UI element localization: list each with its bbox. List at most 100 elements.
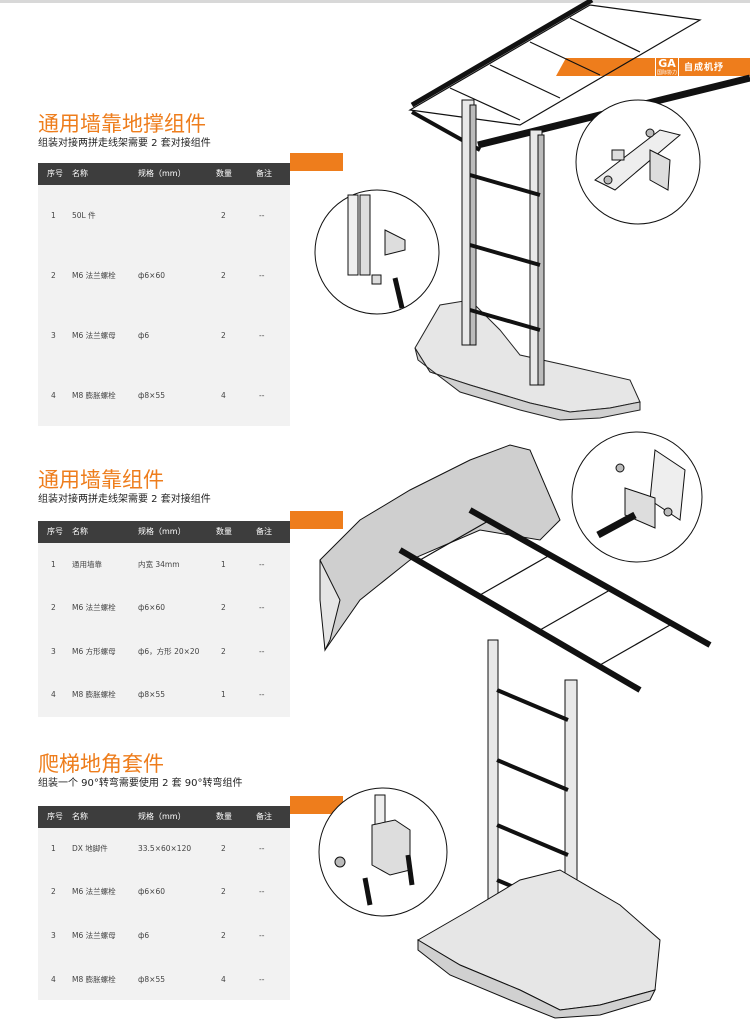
section-ladder-foot: 爬梯地角套件 组装一个 90°转弯需要使用 2 套 90°转弯组件 (38, 752, 290, 790)
brand-name: 自成机抒 (684, 63, 725, 73)
row-name: M6 法兰螺母 (72, 931, 116, 940)
row-no: 4 (51, 975, 56, 984)
brand-logo-mark: GA (658, 57, 676, 70)
row-name: M8 膨胀螺栓 (72, 975, 116, 984)
section-title: 通用墙靠地撑组件 (38, 112, 206, 136)
row-name: M8 膨胀螺栓 (72, 391, 116, 400)
row-qty: 2 (221, 331, 226, 340)
row-qty: 2 (221, 271, 226, 280)
row-no: 4 (51, 391, 56, 400)
row-note: -- (259, 271, 265, 280)
table-header: 序号 名称 规格（mm） 数量 备注 (38, 163, 290, 185)
detail-circle-3 (318, 787, 448, 917)
header-note: 备注 (256, 527, 272, 536)
header-spec: 规格（mm） (138, 527, 186, 536)
row-qty: 2 (221, 647, 226, 656)
row-spec: ф6 (138, 331, 150, 340)
table-row: 2 M6 法兰螺栓 ф6×60 2 -- (38, 886, 290, 898)
floor-slab-illustration-1 (414, 299, 641, 421)
row-note: -- (259, 603, 265, 612)
cable-tray-illustration-1 (408, 0, 750, 152)
row-spec: ф6×60 (138, 887, 166, 896)
orange-accent-tab (290, 153, 343, 171)
orange-accent-tab (290, 511, 343, 529)
detail-circle-1-right (575, 99, 701, 225)
row-note: -- (259, 844, 265, 853)
table-header: 序号 名称 规格（mm） 数量 备注 (38, 806, 290, 828)
row-note: -- (259, 647, 265, 656)
table-row: 4 M8 膨胀螺栓 ф8×55 4 -- (38, 974, 290, 986)
header-no: 序号 (47, 527, 63, 536)
table-row: 1 DX 地脚件 33.5×60×120 2 -- (38, 843, 290, 855)
row-no: 1 (51, 211, 56, 220)
section-title: 通用墙靠组件 (38, 468, 164, 492)
row-name: M6 法兰螺母 (72, 331, 116, 340)
row-qty: 2 (221, 931, 226, 940)
header-note: 备注 (256, 812, 272, 821)
parts-table: 序号 名称 规格（mm） 数量 备注 1 DX 地脚件 33.5×60×120 … (38, 806, 290, 1000)
row-no: 3 (51, 331, 56, 340)
table-row: 4 M8 膨胀螺栓 ф8×55 4 -- (38, 390, 290, 402)
parts-table: 序号 名称 规格（mm） 数量 备注 1 50L 件 2 -- 2 M6 法兰螺… (38, 163, 290, 426)
row-no: 1 (51, 560, 56, 569)
row-qty: 2 (221, 211, 226, 220)
row-no: 2 (51, 603, 56, 612)
brand-logo: GA 国际协力 (655, 56, 679, 78)
table-header: 序号 名称 规格（mm） 数量 备注 (38, 521, 290, 543)
row-note: -- (259, 931, 265, 940)
row-spec: ф6×60 (138, 603, 166, 612)
table-row: 1 通用墙靠 内宽 34mm 1 -- (38, 559, 290, 571)
row-no: 1 (51, 844, 56, 853)
row-spec: ф6，方形 20×20 (138, 647, 200, 656)
row-note: -- (259, 887, 265, 896)
row-name: M6 方形螺母 (72, 647, 116, 656)
header-name: 名称 (72, 169, 88, 178)
section-wall-floor-support: 通用墙靠地撑组件 组装对接两拼走线架需要 2 套对接组件 (38, 112, 290, 150)
cable-tray-illustration-2 (398, 507, 712, 693)
header-no: 序号 (47, 812, 63, 821)
row-spec: ф6×60 (138, 271, 166, 280)
vertical-posts-illustration-1 (461, 99, 545, 386)
row-note: -- (259, 690, 265, 699)
row-no: 2 (51, 887, 56, 896)
wall-illustration-2 (319, 444, 561, 652)
brand-logo-sub: 国际协力 (656, 70, 677, 76)
row-name: M6 法兰螺栓 (72, 271, 116, 280)
row-name: M8 膨胀螺栓 (72, 690, 116, 699)
row-name: M6 法兰螺栓 (72, 887, 116, 896)
header-qty: 数量 (216, 169, 232, 178)
section-subtitle: 组装对接两拼走线架需要 2 套对接组件 (38, 138, 211, 149)
section-wall-bracket: 通用墙靠组件 组装对接两拼走线架需要 2 套对接组件 (38, 468, 290, 506)
table-row: 3 M6 法兰螺母 ф6 2 -- (38, 930, 290, 942)
row-spec: ф8×55 (138, 690, 166, 699)
header-name: 名称 (72, 527, 88, 536)
header-name: 名称 (72, 812, 88, 821)
header-qty: 数量 (216, 812, 232, 821)
table-row: 4 M8 膨胀螺栓 ф8×55 1 -- (38, 689, 290, 701)
row-no: 4 (51, 690, 56, 699)
row-note: -- (259, 560, 265, 569)
floor-slab-illustration-3 (417, 869, 661, 1019)
row-spec: 内宽 34mm (138, 560, 180, 569)
row-no: 3 (51, 647, 56, 656)
row-name: 50L 件 (72, 211, 96, 220)
row-note: -- (259, 391, 265, 400)
row-no: 2 (51, 271, 56, 280)
top-rule (0, 0, 750, 3)
row-name: 通用墙靠 (72, 560, 102, 569)
parts-table: 序号 名称 规格（mm） 数量 备注 1 通用墙靠 内宽 34mm 1 -- 2… (38, 521, 290, 717)
row-qty: 2 (221, 887, 226, 896)
header-qty: 数量 (216, 527, 232, 536)
section-title: 爬梯地角套件 (38, 752, 164, 776)
row-qty: 1 (221, 560, 226, 569)
row-spec: ф8×55 (138, 391, 166, 400)
table-row: 3 M6 方形螺母 ф6，方形 20×20 2 -- (38, 646, 290, 658)
header-spec: 规格（mm） (138, 169, 186, 178)
row-note: -- (259, 331, 265, 340)
row-qty: 1 (221, 690, 226, 699)
row-spec: ф8×55 (138, 975, 166, 984)
table-row: 1 50L 件 2 -- (38, 210, 290, 222)
section-subtitle: 组装一个 90°转弯需要使用 2 套 90°转弯组件 (38, 778, 243, 789)
brand-banner (556, 58, 750, 76)
table-row: 2 M6 法兰螺栓 ф6×60 2 -- (38, 602, 290, 614)
